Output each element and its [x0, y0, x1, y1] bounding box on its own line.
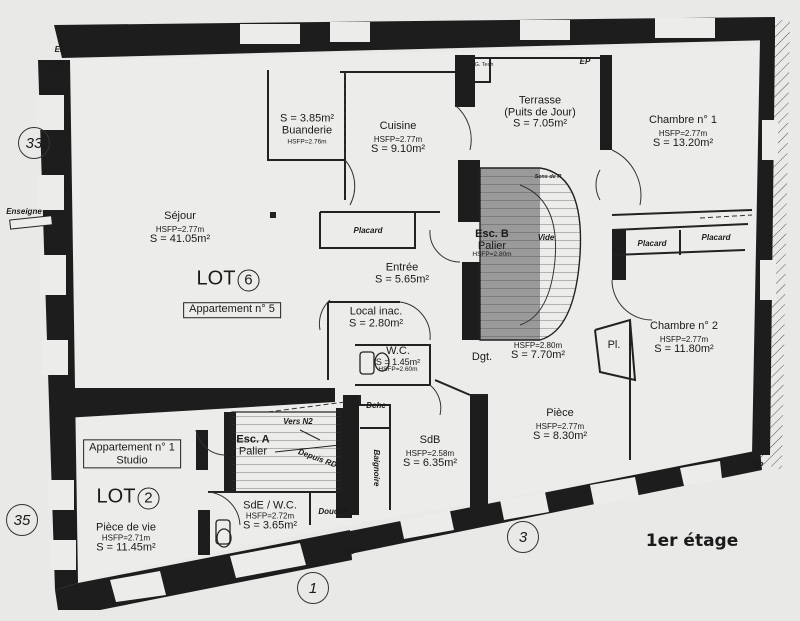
douche-label: Douche — [318, 506, 348, 516]
room-chambre-1: Chambre n° 1 HSFP=2.77m S = 13.20m² — [649, 113, 717, 149]
shower-label: Dche — [366, 400, 386, 410]
room-escalier-b: Esc. B Palier HSFP=2.80m — [472, 228, 512, 259]
ep-marker: EP — [752, 460, 764, 470]
room-buanderie: S = 3.85m² Buanderie HSFP=2.76m — [279, 112, 335, 146]
room-degagement: Dgt. — [471, 351, 493, 364]
level-label: 1er étage — [645, 531, 739, 552]
placard-ch1-b: Placard — [701, 232, 731, 242]
room-sejour: Séjour HSFP=2.77m S = 41.05m² — [149, 209, 211, 245]
dashed-lines — [267, 72, 753, 413]
partitions — [208, 57, 753, 525]
door-swings — [195, 104, 653, 526]
enseigne-sign — [9, 215, 53, 230]
room-cuisine: Cuisine HSFP=2.77m S = 9.10m² — [370, 119, 426, 155]
room-entree: Entrée S = 5.65m² — [374, 261, 430, 285]
room-placard-pl: Pl. — [607, 339, 621, 352]
enseigne-label: Enseigne — [6, 206, 42, 216]
room-sde-wc: SdE / W.C. HSFP=2.72m S = 3.65m² — [242, 499, 298, 532]
g-tech-label: G. Tech — [474, 62, 494, 69]
apartment-1-box: Appartement n° 1 Studio — [83, 439, 181, 469]
stair-direction-up: Vers N2 — [283, 416, 313, 426]
staircase-b — [479, 167, 582, 341]
ep-marker: EP — [346, 546, 358, 556]
vide-label: Vide — [537, 232, 555, 242]
ep-marker: EP — [52, 58, 64, 68]
window-openings — [36, 18, 778, 602]
street-number-3: 3 — [507, 521, 539, 553]
room-local-inac: Local inac. S = 2.80m² — [348, 305, 404, 329]
street-number-1: 1 — [297, 572, 329, 604]
room-piece-de-vie: Pièce de vie HSFP=2.71m S = 11.45m² — [96, 521, 156, 554]
street-number-35: 35 — [6, 504, 38, 536]
room-terrasse: Terrasse (Puits de Jour) S = 7.05m² — [504, 94, 576, 130]
column-marker — [270, 212, 276, 218]
room-chambre-2: Chambre n° 2 HSFP=2.77m S = 11.80m² — [650, 319, 718, 355]
room-wc: W.C. S = 1.45m² HSFP=2.60m — [375, 345, 421, 374]
staircase-a — [231, 411, 341, 493]
room-sdb: SdB HSFP=2.58m S = 6.35m² — [402, 433, 458, 469]
fixtures — [215, 351, 390, 548]
bathtub-label: Baignoire — [372, 449, 382, 487]
stair-direction-b: Sens de R — [534, 174, 562, 181]
room-piece: Pièce HSFP=2.77m S = 8.30m² — [532, 406, 588, 442]
ep-marker: EP — [579, 56, 591, 66]
room-degagement-info: HSFP=2.80m S = 7.70m² — [510, 341, 566, 362]
apartment-5-box: Appartement n° 5 — [183, 302, 281, 318]
street-number-33: 33 — [18, 127, 50, 159]
room-escalier-a: Esc. A Palier — [236, 433, 270, 457]
ep-marker: EP — [54, 44, 66, 54]
placard-ch1-a: Placard — [637, 238, 667, 248]
placard-cuisine: Placard — [353, 225, 383, 235]
